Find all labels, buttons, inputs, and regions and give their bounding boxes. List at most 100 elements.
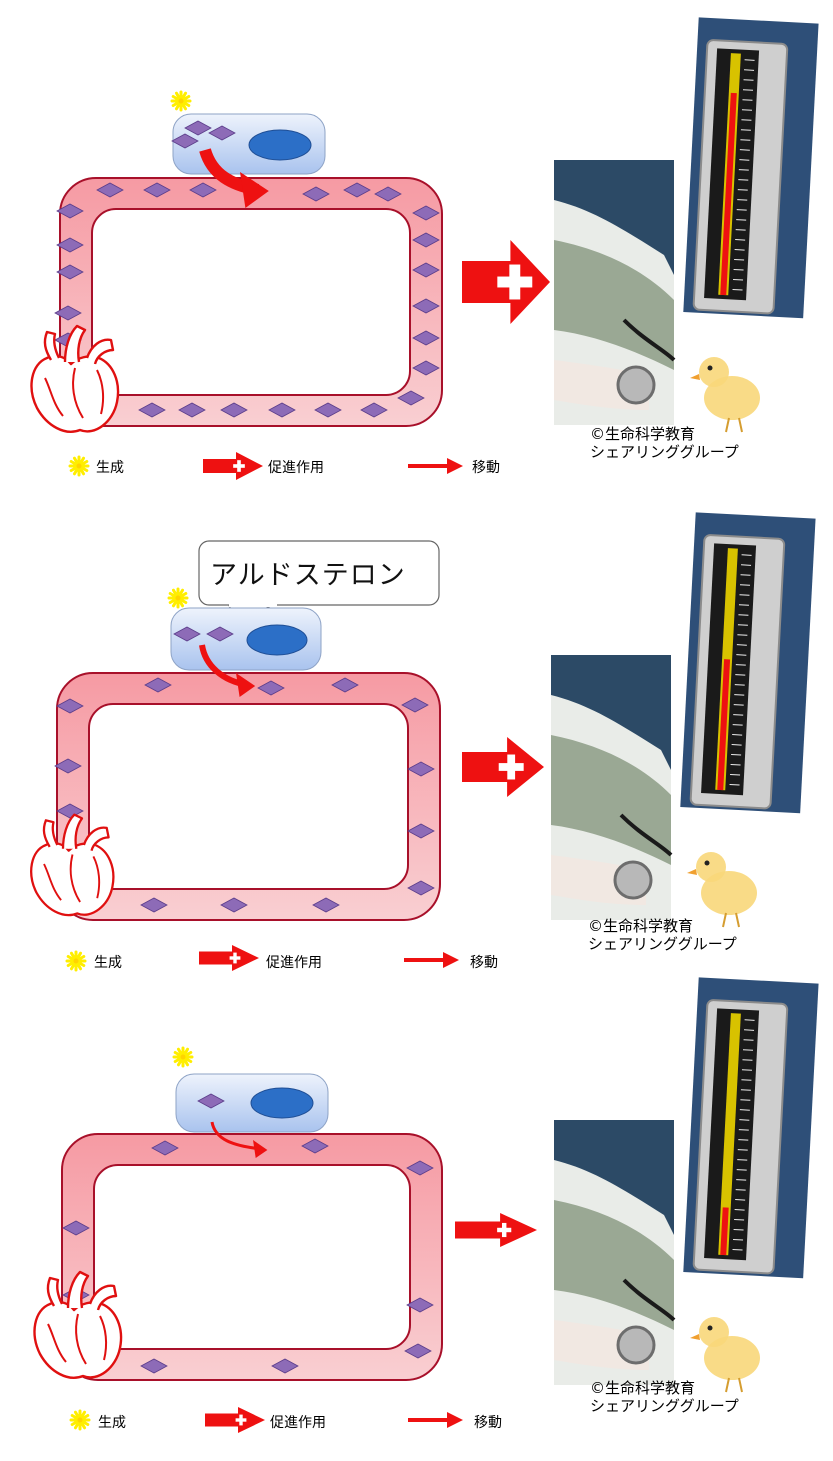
scale-tick — [733, 1229, 744, 1231]
scale-tick — [739, 1119, 750, 1121]
chick-illustration — [690, 1317, 760, 1393]
scale-tick — [742, 1059, 753, 1061]
aldosterone-molecule — [56, 264, 84, 280]
scale-tick — [742, 89, 754, 91]
legend-promotion-icon — [199, 945, 259, 971]
scale-tick — [739, 1109, 750, 1111]
credit-line-2: シェアリンググループ — [588, 935, 737, 953]
aldosterone-molecule — [220, 402, 248, 418]
scale-tick — [741, 119, 752, 121]
scale-tick — [736, 209, 747, 211]
scale-tick — [734, 684, 745, 686]
legend-promotion-icon — [205, 1407, 265, 1433]
scale-tick — [735, 239, 746, 241]
scale-tick — [733, 704, 744, 706]
heart-groove — [47, 1323, 67, 1363]
scale-tick — [735, 1199, 746, 1201]
spark-core — [76, 463, 82, 469]
scale-tick — [736, 219, 747, 221]
credit-line-2: シェアリンググループ — [590, 443, 739, 461]
secretion-arrow-head — [240, 172, 269, 208]
scale-tick — [734, 694, 745, 696]
aldosterone-molecule — [407, 761, 435, 777]
scale-tick — [737, 1149, 748, 1151]
aldosterone-molecule — [412, 232, 440, 248]
sphygmomanometer-photo — [683, 17, 819, 319]
spark-icon — [65, 950, 87, 972]
scale-tick — [740, 1089, 751, 1091]
aldosterone-molecule — [54, 758, 82, 774]
aldosterone-molecule — [412, 298, 440, 314]
secretion-arrow-head — [236, 673, 256, 697]
heart-vein — [42, 819, 59, 848]
scale-tick — [742, 1049, 754, 1051]
heart-groove — [99, 1315, 108, 1361]
scale-tick — [738, 179, 749, 181]
scale-tick — [739, 149, 750, 151]
scale-tick — [740, 1099, 751, 1101]
scale-tick — [738, 1129, 749, 1131]
callout-tail-joint — [229, 601, 277, 607]
aldosterone-molecule — [56, 237, 84, 253]
panel-low-aldosterone: 生成 促進作用 移動 ©生命科学教育 シェアリンググループ — [0, 974, 833, 1461]
aldosterone-molecule — [56, 698, 84, 714]
scale-tick — [736, 1179, 747, 1181]
plus-bar-v — [509, 264, 521, 300]
scale-tick — [732, 288, 743, 291]
scale-tick — [743, 1039, 754, 1041]
stethoscope-tube — [622, 318, 676, 362]
legend-movement-label: 移動 — [470, 955, 498, 971]
heart-artery — [85, 338, 115, 365]
heart-groove — [43, 863, 62, 901]
plus-bar-v — [501, 1222, 507, 1238]
scale-tick — [733, 279, 744, 281]
chick-head — [699, 1317, 729, 1347]
panel-high-aldosterone: 生成 促進作用 移動 ©生命科学教育 シェアリンググループ — [0, 0, 833, 487]
heart-groove — [72, 367, 84, 419]
scale-tick — [735, 664, 746, 666]
chick-body — [704, 376, 760, 420]
aldosterone-molecule — [360, 402, 388, 418]
chick-leg — [725, 1377, 730, 1393]
blood-pressure-photo — [551, 512, 816, 928]
heart-artery — [88, 1284, 118, 1311]
heart-groove — [44, 377, 64, 417]
heart-icon — [30, 324, 120, 433]
aldosterone-molecule — [302, 186, 330, 202]
aldosterone-molecule — [406, 1297, 434, 1313]
heart-groove — [75, 1313, 87, 1365]
legend-promotion-label: 促進作用 — [268, 460, 324, 476]
aldosterone-molecule — [331, 677, 359, 693]
photo-credit: ©生命科学教育 シェアリンググループ — [588, 917, 737, 953]
aldosterone-callout-text: アルドステロン — [210, 560, 406, 591]
aldosterone-molecule — [412, 330, 440, 346]
aldosterone-molecule — [143, 182, 171, 198]
scale-tick — [740, 574, 751, 576]
heart-groove — [96, 369, 105, 415]
scale-tick — [741, 1079, 752, 1081]
aldosterone-molecule — [220, 897, 248, 913]
legend-movement-icon — [404, 952, 459, 968]
scale-tick — [732, 734, 743, 736]
aldosterone-molecule — [56, 203, 84, 219]
heart-body — [33, 1300, 123, 1379]
chick-leg — [738, 417, 743, 433]
chick-eye — [707, 365, 713, 371]
scale-tick — [735, 674, 746, 676]
arm-cuff-photo — [554, 160, 676, 425]
scale-tick — [741, 554, 752, 556]
aldosterone-molecule — [271, 1358, 299, 1374]
stethoscope-head — [616, 365, 656, 405]
scale-tick — [731, 744, 742, 746]
scale-tick — [733, 714, 744, 716]
panel-graphics — [30, 512, 816, 972]
aldosterone-molecule — [404, 1343, 432, 1359]
aldosterone-molecule — [144, 677, 172, 693]
credit-line-1: ©生命科学教育 — [590, 1379, 696, 1397]
scale-tick — [738, 1139, 749, 1141]
aldosterone-molecule — [314, 402, 342, 418]
aldosterone-molecule — [138, 402, 166, 418]
aldosterone-molecule — [412, 262, 440, 278]
legend-promotion-label: 促進作用 — [266, 955, 322, 971]
spark-core — [178, 98, 184, 104]
